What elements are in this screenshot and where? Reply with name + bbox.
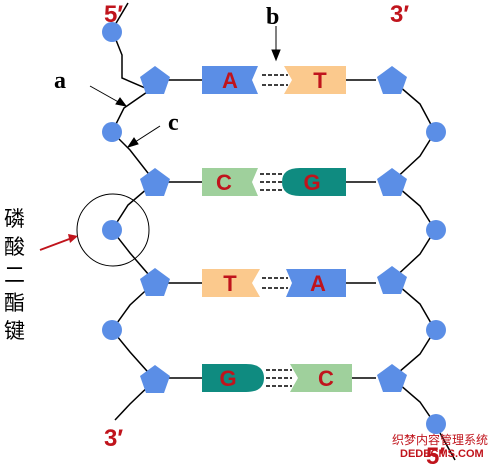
sugar-pentagon <box>377 364 407 392</box>
watermark: 织梦内容管理系统 DEDECMS.COM <box>392 432 488 460</box>
strand-end-right-top: 3′ <box>390 1 409 28</box>
base-letter-right: T <box>313 68 327 93</box>
watermark-cn: 织梦内容管理系统 <box>392 432 488 447</box>
base-block-A <box>202 66 258 94</box>
base-letter-right: G <box>303 170 320 195</box>
phosphate-circle <box>102 22 122 42</box>
base-letter-left: A <box>222 68 238 93</box>
arrow-c-head <box>126 137 139 148</box>
hydrogen-bonds <box>262 74 288 86</box>
strand-end-right-bottom: 5′ <box>426 443 445 466</box>
sugar-pentagon <box>140 365 170 393</box>
strand-end-left-bottom: 3′ <box>104 425 123 452</box>
phosphodiester-highlight-circle <box>76 193 150 267</box>
label-char: 酯 <box>4 291 25 315</box>
right-backbone-line <box>390 79 456 461</box>
phosphate-circle <box>102 122 122 142</box>
label-char: 键 <box>4 319 25 343</box>
base-block-T <box>284 66 346 94</box>
left-backbone <box>111 2 157 421</box>
base-letter-right: A <box>310 271 326 296</box>
base-block-C <box>202 168 258 196</box>
arrow-c-line <box>131 125 161 145</box>
hydrogen-bonds <box>262 277 288 289</box>
base-letter-left: C <box>216 170 232 195</box>
base-letter-left: T <box>223 271 237 296</box>
base-pair-1: A T <box>202 66 346 94</box>
sugar-pentagon <box>377 168 407 196</box>
sugar-pentagon <box>377 66 407 94</box>
base-letter-left: G <box>219 366 236 391</box>
base-block-T <box>202 269 260 297</box>
label-char: 磷 <box>4 207 25 231</box>
sugar-pentagon <box>140 168 170 196</box>
base-block-G <box>282 168 346 196</box>
arrow-b-head <box>271 49 281 62</box>
phosphodiester-arrow <box>39 234 78 251</box>
phosphate-circle <box>426 320 446 340</box>
base-pair-2: C G <box>202 168 346 196</box>
strand-end-left-top: 5′ <box>104 1 123 28</box>
base-block-A <box>286 269 346 297</box>
phosphate-circle <box>426 122 446 142</box>
base-letter-right: C <box>318 366 334 391</box>
phosphate-circle <box>426 220 446 240</box>
phosphate-circle <box>426 414 446 434</box>
right-backbone <box>390 79 456 461</box>
base-pair-3: T A <box>202 269 346 297</box>
label-char: 二 <box>4 263 25 287</box>
phosphate-circle <box>102 320 122 340</box>
hydrogen-bonds <box>260 173 284 191</box>
sugar-pentagon <box>140 66 170 94</box>
pointer-label-b: b <box>266 4 279 30</box>
sugar-pentagon <box>377 266 407 294</box>
hydrogen-bonds <box>266 369 292 387</box>
phosphodiester-bond-label: 磷 酸 二 酯 键 <box>4 207 25 343</box>
base-block-C <box>290 364 352 392</box>
phosphates <box>102 22 446 434</box>
left-backbone-line <box>111 2 157 421</box>
phosphate-circle <box>102 220 122 240</box>
base-pair-4: G C <box>202 364 352 392</box>
sugars <box>140 66 407 393</box>
arrow-a-line <box>89 85 123 105</box>
pointer-label-a: a <box>54 68 66 94</box>
sugar-pentagon <box>140 268 170 296</box>
pointer-label-c: c <box>168 110 179 136</box>
pointer-arrows <box>89 26 281 148</box>
label-char: 酸 <box>4 235 25 259</box>
watermark-en: DEDECMS.COM <box>400 448 484 460</box>
base-block-G <box>202 364 264 392</box>
sugar-base-connectors <box>168 79 376 379</box>
arrow-a-head <box>115 97 128 107</box>
